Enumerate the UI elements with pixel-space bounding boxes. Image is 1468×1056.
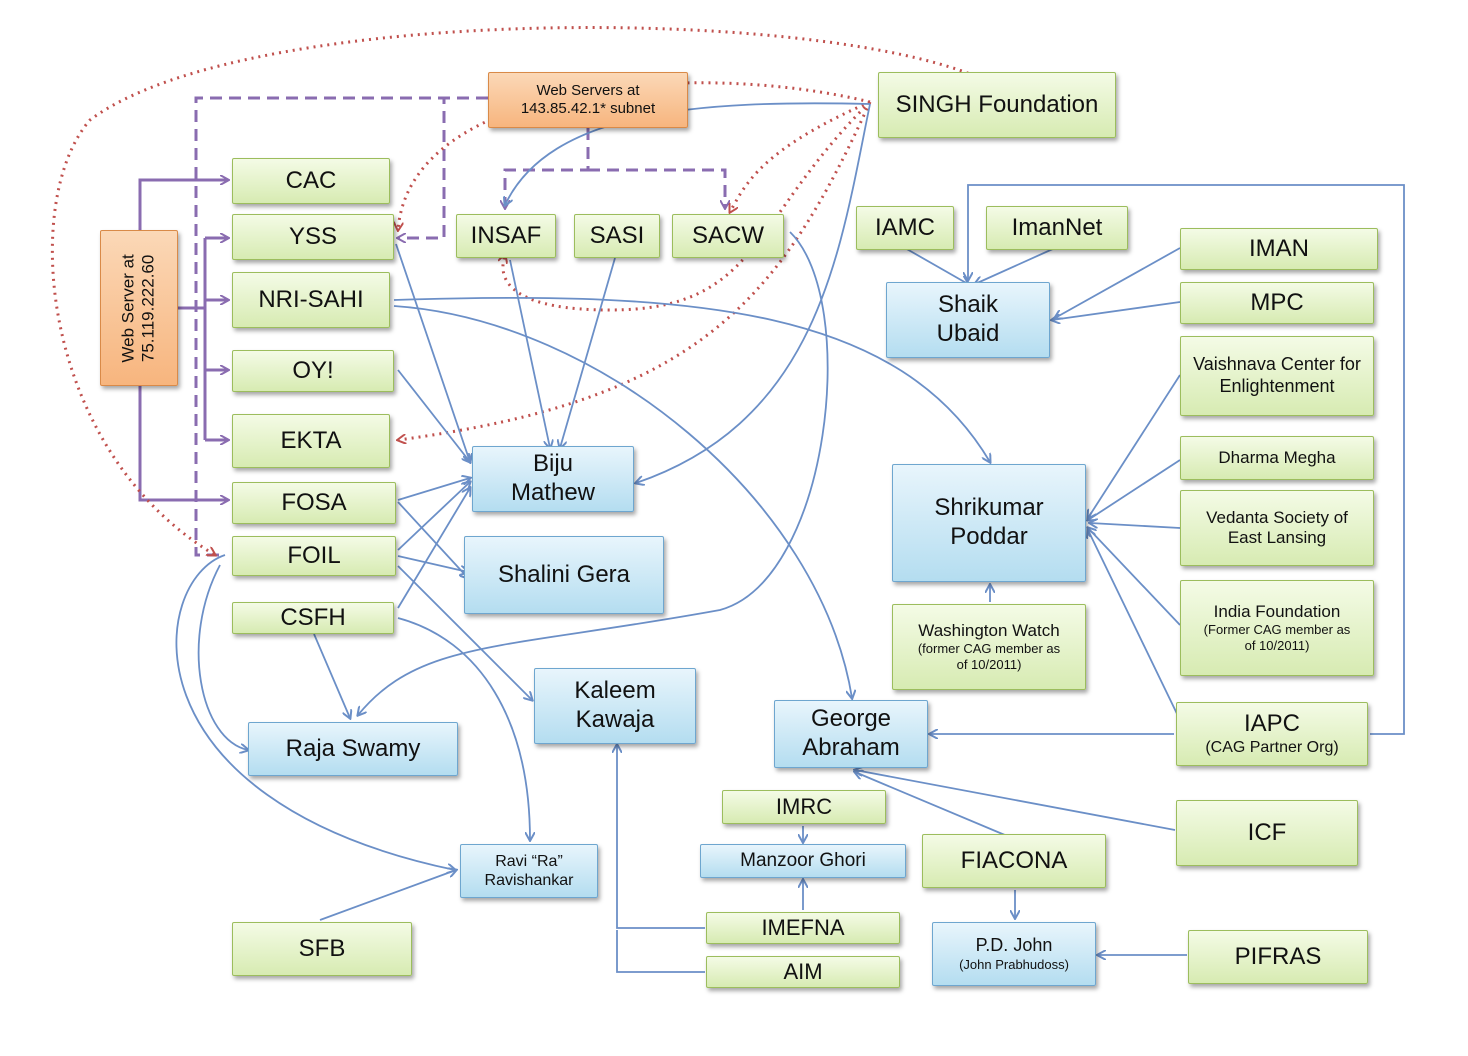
node-label: FOSA — [281, 488, 347, 516]
node-note: (former CAG member as of 10/2011) — [917, 640, 1061, 673]
node-label: SFB — [298, 934, 346, 962]
node-biju-mathew: Biju Mathew — [472, 446, 634, 512]
node-label: Ravi “Ra” Ravishankar — [484, 852, 574, 889]
node-oy: OY! — [232, 350, 394, 392]
node-label: IMAN — [1249, 234, 1309, 262]
node-sasi: SASI — [574, 214, 660, 258]
node-label: SACW — [692, 221, 764, 249]
node-vedanta-society: Vedanta Society of East Lansing — [1180, 490, 1374, 566]
node-iamc: IAMC — [856, 206, 954, 250]
node-dharma-megha: Dharma Megha — [1180, 436, 1374, 480]
node-mpc: MPC — [1180, 282, 1374, 324]
node-label: FIACONA — [960, 846, 1068, 874]
node-label: Biju Mathew — [510, 450, 596, 506]
node-label: Manzoor Ghori — [740, 849, 866, 871]
node-label: SINGH Foundation — [895, 90, 1099, 118]
node-icf: ICF — [1176, 800, 1358, 866]
node-sacw: SACW — [672, 214, 784, 258]
funding-links — [175, 102, 1405, 973]
node-label: Raja Swamy — [285, 734, 421, 762]
node-note: (Former CAG member as of 10/2011) — [1203, 621, 1351, 654]
node-label: Vedanta Society of East Lansing — [1206, 507, 1348, 547]
node-label: IAMC — [875, 213, 935, 241]
node-shaik-ubaid: Shaik Ubaid — [886, 282, 1050, 358]
node-label: Shaik Ubaid — [936, 291, 1000, 347]
node-label: India Foundation — [1213, 601, 1341, 621]
node-shrikumar-poddar: Shrikumar Poddar — [892, 464, 1086, 582]
node-george-abraham: George Abraham — [774, 700, 928, 768]
node-label: OY! — [292, 356, 334, 384]
node-kaleem-kawaja: Kaleem Kawaja — [534, 668, 696, 744]
node-singh-foundation: SINGH Foundation — [878, 72, 1116, 138]
web-server-links — [138, 180, 228, 500]
node-label: CAC — [285, 166, 337, 194]
node-label: P.D. John — [975, 935, 1053, 956]
node-label: IAPC — [1243, 709, 1300, 737]
node-ekta: EKTA — [232, 414, 390, 468]
node-label: EKTA — [280, 426, 342, 454]
node-insaf: INSAF — [456, 214, 556, 258]
node-label: Dharma Megha — [1218, 447, 1336, 467]
node-label: Washington Watch — [918, 620, 1060, 640]
node-label: ImanNet — [1011, 213, 1103, 241]
node-nri-sahi: NRI-SAHI — [232, 272, 390, 328]
node-label: Kaleem Kawaja — [574, 677, 656, 733]
node-foil: FOIL — [232, 536, 396, 576]
node-label: YSS — [288, 222, 338, 250]
node-raja-swamy: Raja Swamy — [248, 722, 458, 776]
node-cac: CAC — [232, 158, 390, 204]
node-ravi-ravishankar: Ravi “Ra” Ravishankar — [460, 844, 598, 898]
node-label: CSFH — [280, 603, 346, 631]
node-note: (John Prabhudoss) — [959, 956, 1069, 972]
node-manzoor-ghori: Manzoor Ghori — [700, 844, 906, 878]
node-sfb: SFB — [232, 922, 412, 976]
node-label: Shrikumar Poddar — [934, 494, 1044, 550]
node-imrc: IMRC — [722, 790, 886, 824]
node-label: Web Servers at 143.85.42.1* subnet — [520, 82, 656, 117]
node-label: ICF — [1247, 818, 1287, 846]
node-label: Vaishnava Center for Enlightenment — [1193, 354, 1361, 396]
node-label: George Abraham — [802, 705, 900, 761]
node-label: INSAF — [470, 221, 542, 249]
node-aim: AIM — [706, 956, 900, 988]
node-note: (CAG Partner Org) — [1205, 739, 1339, 757]
node-fosa: FOSA — [232, 482, 396, 524]
node-yss: YSS — [232, 214, 394, 260]
node-shalini-gera: Shalini Gera — [464, 536, 664, 614]
node-label: SASI — [589, 221, 645, 249]
node-label: NRI-SAHI — [258, 285, 364, 313]
node-label: PIFRAS — [1234, 942, 1322, 970]
node-label: IMEFNA — [761, 914, 845, 940]
node-vaishnava-center: Vaishnava Center for Enlightenment — [1180, 336, 1374, 416]
node-washington-watch: Washington Watch (former CAG member as o… — [892, 604, 1086, 690]
node-pd-john: P.D. John (John Prabhudoss) — [932, 922, 1096, 986]
node-imannet: ImanNet — [986, 206, 1128, 250]
node-iapc: IAPC (CAG Partner Org) — [1176, 702, 1368, 766]
node-india-foundation: India Foundation (Former CAG member as o… — [1180, 580, 1374, 676]
node-fiacona: FIACONA — [922, 834, 1106, 888]
node-label: FOIL — [287, 541, 341, 569]
node-web-servers-subnet: Web Servers at 143.85.42.1* subnet — [488, 72, 688, 128]
node-imefna: IMEFNA — [706, 912, 900, 944]
node-label: Shalini Gera — [497, 560, 631, 588]
node-label: AIM — [783, 958, 823, 984]
node-pifras: PIFRAS — [1188, 930, 1368, 984]
node-label: Web Server at 75.119.222.60 — [118, 253, 158, 363]
node-label: MPC — [1250, 288, 1304, 316]
node-label: IMRC — [775, 793, 833, 819]
node-iman: IMAN — [1180, 228, 1378, 270]
node-web-server-ip: Web Server at 75.119.222.60 — [100, 230, 178, 386]
node-csfh: CSFH — [232, 602, 394, 634]
